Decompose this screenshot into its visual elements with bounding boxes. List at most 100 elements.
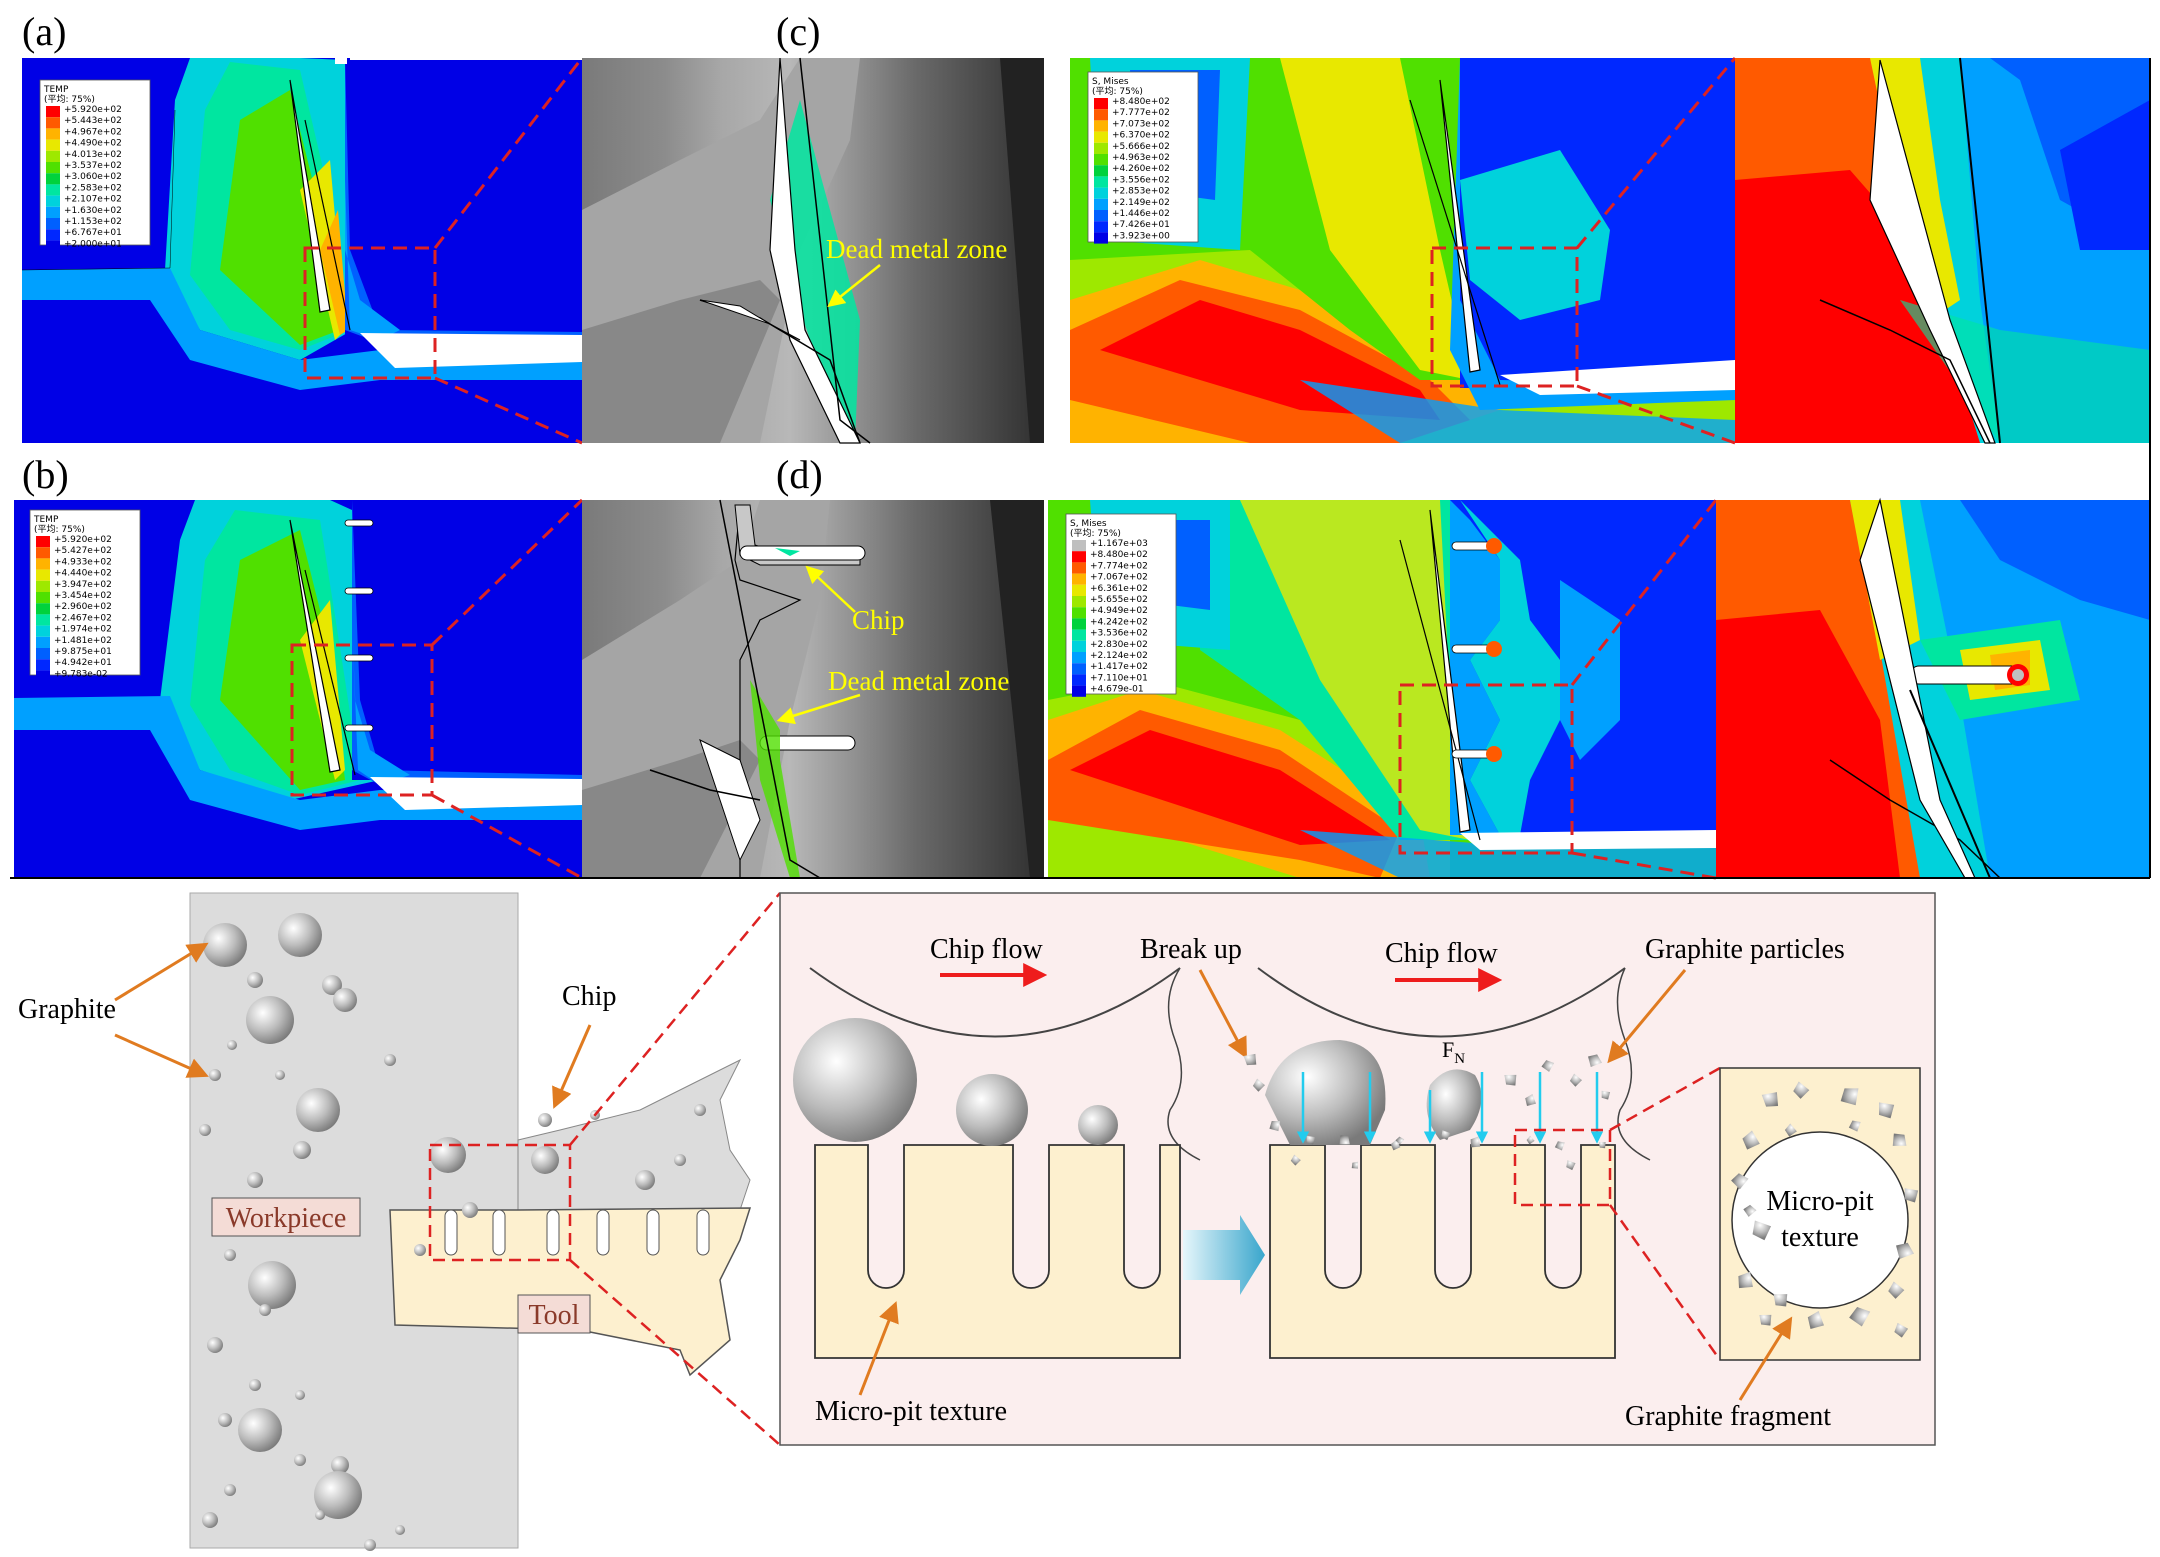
legend-swatch — [1072, 540, 1086, 552]
schematic-zoom-line-bottom — [569, 1259, 781, 1446]
legend-swatch — [1094, 198, 1108, 210]
legend-value: +7.073e+02 — [1112, 119, 1170, 129]
workpiece-label: Workpiece — [226, 1203, 347, 1234]
graphite-sphere — [249, 1379, 261, 1391]
panel-b-legend: TEMP (平均: 75%) +5.920e+02+5.427e+02+4.93… — [29, 509, 141, 682]
legend-swatch — [46, 128, 60, 140]
legend-swatch — [36, 558, 50, 570]
graphite-small-breaking — [1426, 1069, 1482, 1140]
graphite-fragment — [1784, 1123, 1797, 1137]
legend-value: +2.149e+02 — [1112, 198, 1170, 208]
legend-swatch — [46, 218, 60, 230]
legend-value: +3.536e+02 — [1090, 629, 1148, 639]
legend-swatch — [1094, 154, 1108, 166]
legend-value: +8.480e+02 — [1090, 550, 1148, 560]
legend-swatch — [36, 592, 50, 604]
legend-value: +3.947e+02 — [54, 580, 112, 590]
legend-swatch — [36, 536, 50, 548]
legend-swatch — [46, 173, 60, 185]
graphite-sphere — [531, 1146, 559, 1174]
graphite-fragment — [1541, 1060, 1555, 1072]
graphite-fragment — [1840, 1088, 1859, 1106]
legend-d-title: S, Mises — [1070, 519, 1107, 529]
legend-value: +5.655e+02 — [1090, 595, 1148, 605]
graphite-fragment — [1759, 1314, 1772, 1326]
graphite-fragment — [1526, 1135, 1535, 1145]
chip-flow-label-2: Chip flow — [1385, 938, 1499, 969]
graphite-fragment — [1339, 1135, 1350, 1145]
legend-value: +5.920e+02 — [64, 105, 122, 115]
graphite-sphere — [331, 1456, 349, 1474]
legend-swatch — [1072, 663, 1086, 675]
panel-b-label: (b) — [22, 452, 69, 497]
graphite-fragment — [1879, 1102, 1895, 1119]
graphite-fragment — [1761, 1092, 1779, 1107]
graphite-sphere — [430, 1137, 466, 1173]
legend-value: +3.454e+02 — [54, 591, 112, 601]
panel-a-zoom-line-top — [433, 57, 584, 249]
legend-swatch — [46, 206, 60, 218]
legend-c-swatches: +8.480e+02+7.777e+02+7.073e+02+6.370e+02… — [1094, 97, 1170, 244]
legend-value: +4.949e+02 — [1090, 606, 1148, 616]
legend-value: +4.242e+02 — [1090, 617, 1148, 627]
panel-c-zoom-line-top — [1575, 57, 1737, 249]
graphite-sphere — [246, 996, 294, 1044]
graphite-fragment — [1793, 1081, 1810, 1099]
legend-swatch — [1072, 674, 1086, 686]
legend-swatch — [46, 229, 60, 241]
legend-value: +3.060e+02 — [64, 172, 122, 182]
legend-swatch — [1072, 607, 1086, 619]
graphite-sphere — [224, 1484, 236, 1496]
legend-swatch — [1094, 109, 1108, 121]
legend-c-subtitle: (平均: 75%) — [1092, 85, 1143, 97]
legend-swatch — [1094, 120, 1108, 132]
graphite-fragment — [1896, 1242, 1914, 1259]
graphite-sphere — [227, 1040, 237, 1050]
legend-a-title: TEMP — [43, 85, 69, 95]
panel-a-legend: TEMP (平均: 75%) +5.920e+02+5.443e+02+4.96… — [39, 79, 151, 252]
legend-swatch — [1072, 652, 1086, 664]
legend-swatch — [46, 240, 60, 252]
legend-value: +1.630e+02 — [64, 206, 122, 216]
graphite-sphere — [275, 1070, 285, 1080]
graphite-fragment — [1269, 1121, 1281, 1132]
schematic-zoom-panel: Chip flow Chip flow Break up Graphite pa… — [779, 892, 1936, 1446]
graphite-fragment — [1752, 1220, 1772, 1241]
legend-swatch — [36, 569, 50, 581]
graphite-fragment — [1252, 1078, 1265, 1092]
graphite-sphere — [674, 1154, 686, 1166]
legend-swatch — [1072, 562, 1086, 574]
graphite-fragment — [1742, 1130, 1760, 1150]
legend-d-subtitle: (平均: 75%) — [1070, 527, 1121, 539]
panel-a: (a) TEMP (平均: 75%) +5.920e+02+5.443e+02+… — [21, 9, 1044, 445]
graphite-sphere — [295, 1390, 305, 1400]
panel-d-zoom-view — [1716, 497, 2150, 879]
legend-swatch — [46, 117, 60, 129]
break-up-label: Break up — [1140, 934, 1242, 965]
legend-swatch — [1072, 640, 1086, 652]
panel-c-zoom-box — [1430, 246, 1579, 388]
graphite-sphere — [293, 1141, 311, 1159]
graphite-sphere — [322, 975, 342, 995]
graphite-sphere-small — [1078, 1105, 1118, 1145]
graphite-sphere — [635, 1170, 655, 1190]
chip-label: Chip — [562, 981, 616, 1012]
legend-value: +7.110e+01 — [1090, 673, 1148, 683]
tool-pits — [444, 1209, 710, 1256]
legend-a-swatches: +5.920e+02+5.443e+02+4.967e+02+4.490e+02… — [46, 105, 122, 252]
graphite-fragment — [1738, 1271, 1753, 1289]
legend-value: +3.923e+00 — [1112, 231, 1170, 241]
graphite-fragment — [1569, 1073, 1582, 1087]
legend-value: +5.920e+02 — [54, 535, 112, 545]
legend-value: +2.467e+02 — [54, 613, 112, 623]
legend-swatch — [46, 184, 60, 196]
panel-c-legend: S, Mises (平均: 75%) +8.480e+02+7.777e+02+… — [1087, 71, 1199, 244]
graphite-sphere — [224, 1249, 236, 1261]
graphite-fragment-arrow — [1738, 1316, 1793, 1401]
graphite-sphere — [296, 1088, 340, 1132]
graphite-sphere — [259, 1304, 271, 1316]
legend-swatch — [1094, 142, 1108, 154]
legend-swatch — [46, 139, 60, 151]
chip-edge-1 — [1167, 967, 1201, 1161]
legend-swatch — [36, 625, 50, 637]
